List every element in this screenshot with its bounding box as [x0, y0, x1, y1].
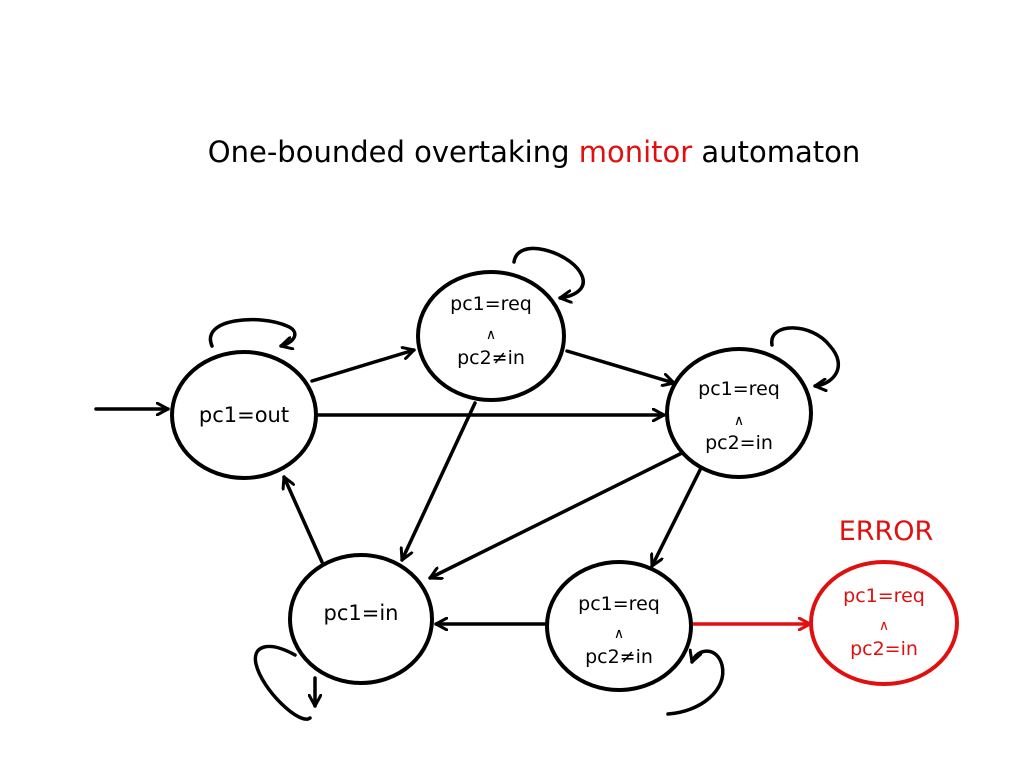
state-pc1-req-pc2-notin-top: [416, 270, 566, 402]
label-error-line1: pc1=req: [843, 585, 925, 607]
label-top-conj: ∧: [486, 327, 496, 343]
state-pc1-out: [170, 350, 318, 480]
label-error-conj: ∧: [879, 618, 889, 634]
label-bottom-line2: pc2≠in: [585, 646, 653, 668]
state-error: [809, 560, 959, 686]
state-pc1-req-pc2-in: [665, 347, 813, 479]
self-loop-out: [208, 317, 297, 346]
label-pc1-out: pc1=out: [199, 403, 289, 427]
self-loop-in: [253, 644, 315, 721]
label-top-line1: pc1=req: [450, 293, 532, 315]
label-pc1-in: pc1=in: [324, 601, 399, 625]
edge-in-to-out: [284, 475, 324, 564]
self-loop-req-in: [770, 326, 841, 386]
self-loop-req-notin-top: [512, 246, 585, 298]
edge-req-in-to-in: [428, 448, 690, 578]
title-part-1: One-bounded overtaking: [207, 135, 579, 169]
edge-out-to-req-notin: [310, 350, 416, 383]
page-title: One-bounded overtaking monitor automaton: [0, 135, 1024, 169]
edge-req-notin-to-in: [402, 401, 477, 562]
state-pc1-req-pc2-notin-bottom: [545, 560, 693, 692]
label-top-line2: pc2≠in: [457, 347, 525, 369]
title-highlight: monitor: [578, 135, 693, 169]
label-error-line2: pc2=in: [850, 638, 918, 660]
self-loop-req-notin-bottom: [666, 651, 725, 716]
label-bottom-conj: ∧: [614, 626, 624, 642]
error-label: ERROR: [839, 516, 934, 547]
label-right-conj: ∧: [734, 413, 744, 429]
label-right-line1: pc1=req: [698, 378, 780, 400]
label-right-line2: pc2=in: [705, 432, 773, 454]
label-bottom-line1: pc1=req: [578, 593, 660, 615]
edge-req-in-to-req-notin-bottom: [652, 468, 702, 568]
edge-req-notin-to-req-in: [565, 349, 676, 383]
title-part-2: automaton: [692, 135, 861, 169]
state-pc1-in: [288, 553, 434, 685]
